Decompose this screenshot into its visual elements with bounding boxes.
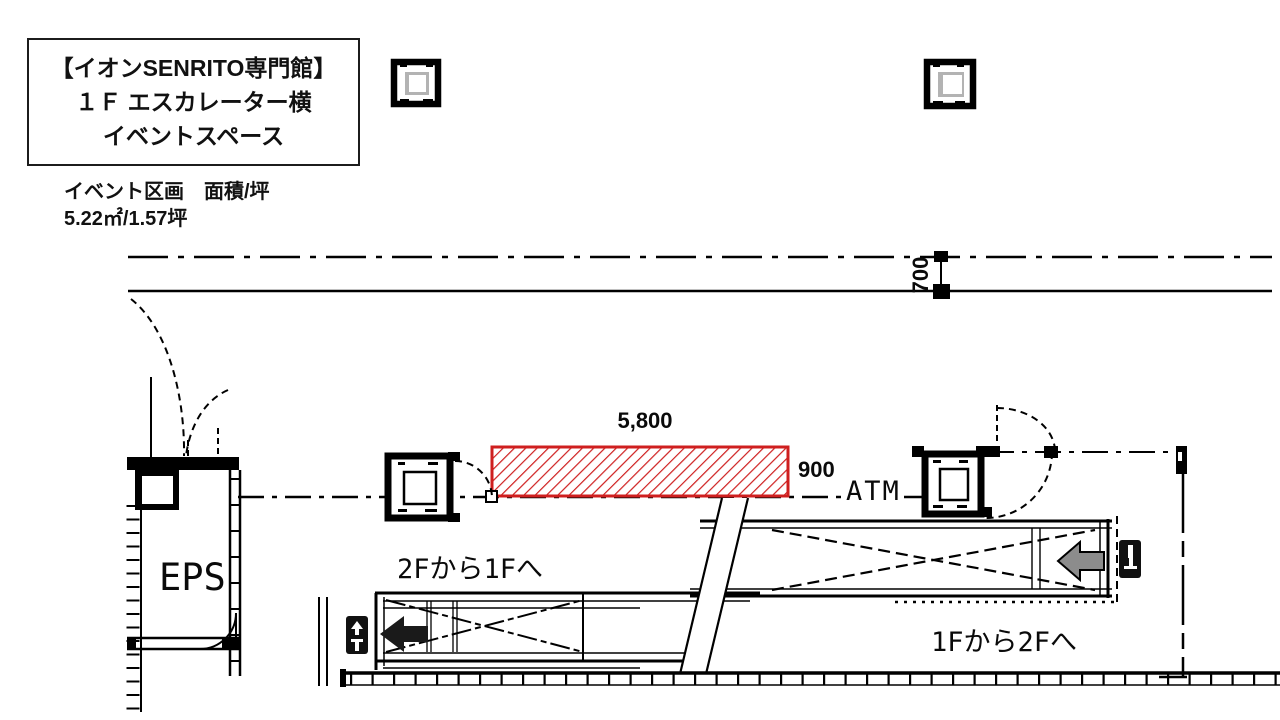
escalator-up-structure	[690, 516, 1118, 604]
escalator-up-left-arrow-icon	[1056, 539, 1105, 583]
escalator-down-label: 2Fから1Fへ	[397, 554, 544, 585]
plan-title-box: 【イオンSENRITO専門館】 １Ｆ エスカレーター横 イベントスペース	[27, 38, 360, 166]
atm-label: ATM	[843, 476, 904, 507]
event-space-area	[485, 445, 790, 503]
dimension-700-marker	[933, 251, 950, 299]
dimension-5800: 5,800	[617, 408, 673, 433]
direction-indicator-icon	[1119, 540, 1141, 578]
event-area-value: 5.22㎡/1.57坪	[64, 208, 188, 230]
dimension-700: 700	[908, 256, 933, 294]
plan-title-line1: 【イオンSENRITO専門館】	[50, 55, 337, 81]
bottom-wall	[340, 669, 1280, 687]
column	[384, 452, 460, 522]
door-swing-arcs	[130, 298, 1056, 519]
plan-title-line3: イベントスペース	[102, 123, 285, 149]
right-boundary	[1044, 446, 1187, 679]
event-area-label: イベント区画 面積/坪	[64, 181, 270, 203]
column	[390, 58, 442, 108]
plan-title-line2: １Ｆ エスカレーター横	[75, 89, 312, 115]
left-wall-structure	[126, 377, 328, 712]
escalator-incline-band	[678, 497, 750, 675]
eps-label: EPS	[159, 556, 226, 599]
direction-indicator-icon	[346, 616, 368, 654]
centerline-top	[128, 255, 1272, 293]
event-area-info: イベント区画 面積/坪 5.22㎡/1.57坪	[64, 179, 270, 233]
escalator-down-left-arrow-icon	[380, 616, 428, 652]
escalator-up-label: 1Fから2Fへ	[931, 627, 1078, 658]
column	[923, 58, 977, 110]
column	[912, 446, 1000, 518]
escalator-down-structure	[374, 591, 760, 670]
dimension-900: 900	[798, 457, 835, 482]
